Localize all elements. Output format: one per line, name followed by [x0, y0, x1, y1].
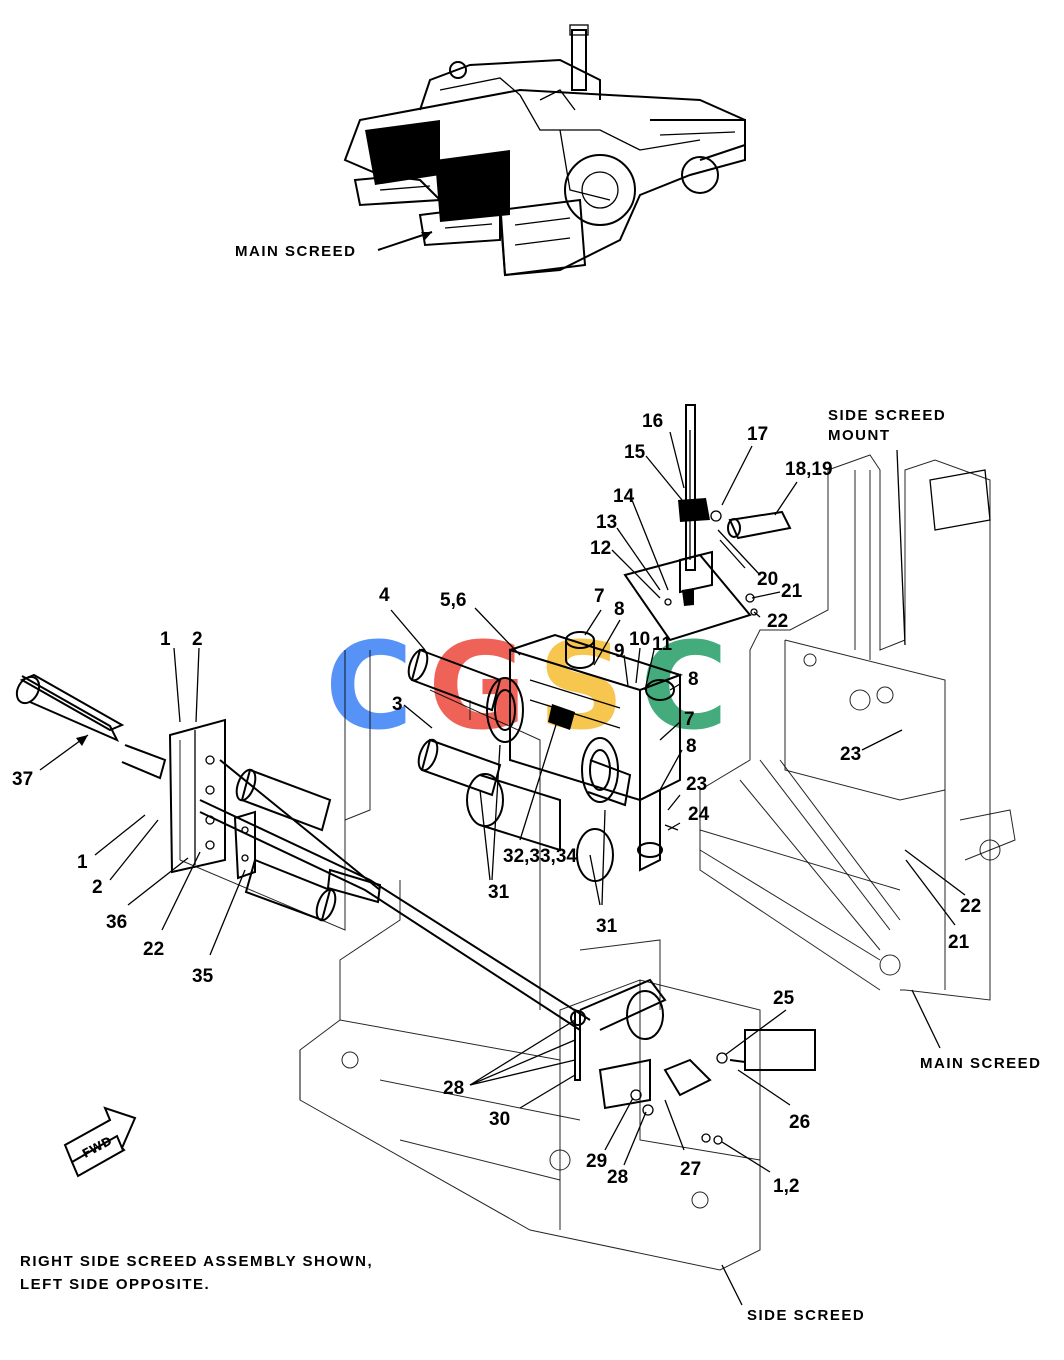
fwd-arrow-label: FWD — [80, 1134, 114, 1161]
paver-overview-illustration — [343, 24, 746, 277]
callout-5-6: 5,6 — [440, 590, 466, 611]
callout-15: 15 — [624, 442, 646, 463]
callout-3: 3 — [392, 694, 403, 715]
callout-2-top: 2 — [192, 629, 203, 650]
main-screed-label: MAIN SCREED — [920, 1055, 1042, 1072]
callout-36: 36 — [106, 912, 127, 933]
callout-31-left: 31 — [488, 882, 510, 903]
callout-37: 37 — [12, 769, 33, 790]
side-screed-label: SIDE SCREED — [747, 1307, 865, 1324]
callout-21-top: 21 — [781, 581, 803, 602]
side-screed-assembly-illustration — [15, 404, 1016, 1271]
callout-16: 16 — [642, 411, 663, 432]
callout-26: 26 — [789, 1112, 810, 1133]
watermark-letter-g: G — [428, 618, 527, 757]
callout-2-left: 2 — [92, 877, 103, 898]
callout-14: 14 — [613, 486, 635, 507]
callout-10: 10 — [629, 629, 650, 650]
callout-17: 17 — [747, 424, 768, 445]
callout-8-low: 8 — [686, 736, 697, 757]
side-screed-mount-label-line2: MOUNT — [828, 427, 891, 444]
callout-21-right: 21 — [948, 932, 970, 953]
callout-13: 13 — [596, 512, 617, 533]
callout-32-33-34: 32,33,34 — [503, 846, 577, 867]
callout-28-low: 28 — [607, 1167, 628, 1188]
note-line-2: LEFT SIDE OPPOSITE. — [20, 1276, 210, 1293]
callout-numbers: 16 17 15 18,19 14 13 12 20 21 22 7 8 4 5… — [12, 411, 981, 1197]
callout-22-right: 22 — [960, 896, 981, 917]
callout-27: 27 — [680, 1159, 701, 1180]
note-line-1: RIGHT SIDE SCREED ASSEMBLY SHOWN, — [20, 1253, 373, 1270]
watermark-letter-s: S — [538, 618, 624, 757]
callout-24: 24 — [688, 804, 710, 825]
callout-23-mid: 23 — [686, 774, 707, 795]
watermark-letter-c1: C — [325, 618, 413, 757]
callout-8-top: 8 — [614, 599, 625, 620]
callout-35: 35 — [192, 966, 214, 987]
callout-23-right: 23 — [840, 744, 861, 765]
watermark: C G S C — [325, 618, 728, 757]
callout-7-mid: 7 — [684, 709, 695, 730]
callout-1-top: 1 — [160, 629, 171, 650]
callout-leaders — [39, 431, 966, 1306]
callout-31-right: 31 — [596, 916, 618, 937]
callout-30: 30 — [489, 1109, 510, 1130]
callout-22-top: 22 — [767, 611, 788, 632]
callout-29: 29 — [586, 1151, 607, 1172]
main-screed-overview-label: MAIN SCREED — [235, 243, 357, 260]
callout-1-left: 1 — [77, 852, 88, 873]
callout-18-19: 18,19 — [785, 459, 833, 480]
callout-20: 20 — [757, 569, 778, 590]
callout-11: 11 — [652, 634, 673, 655]
callout-8-mid: 8 — [688, 669, 699, 690]
callout-1-2-low: 1,2 — [773, 1176, 799, 1197]
callout-9: 9 — [614, 641, 625, 662]
callout-25: 25 — [773, 988, 795, 1009]
watermark-letter-c2: C — [640, 618, 728, 757]
callout-4: 4 — [379, 585, 390, 606]
side-screed-mount-label-line1: SIDE SCREED — [828, 407, 946, 424]
callout-22-left: 22 — [143, 939, 164, 960]
callout-7-top: 7 — [594, 586, 605, 607]
callout-28-top: 28 — [443, 1078, 464, 1099]
callout-12: 12 — [590, 538, 611, 559]
